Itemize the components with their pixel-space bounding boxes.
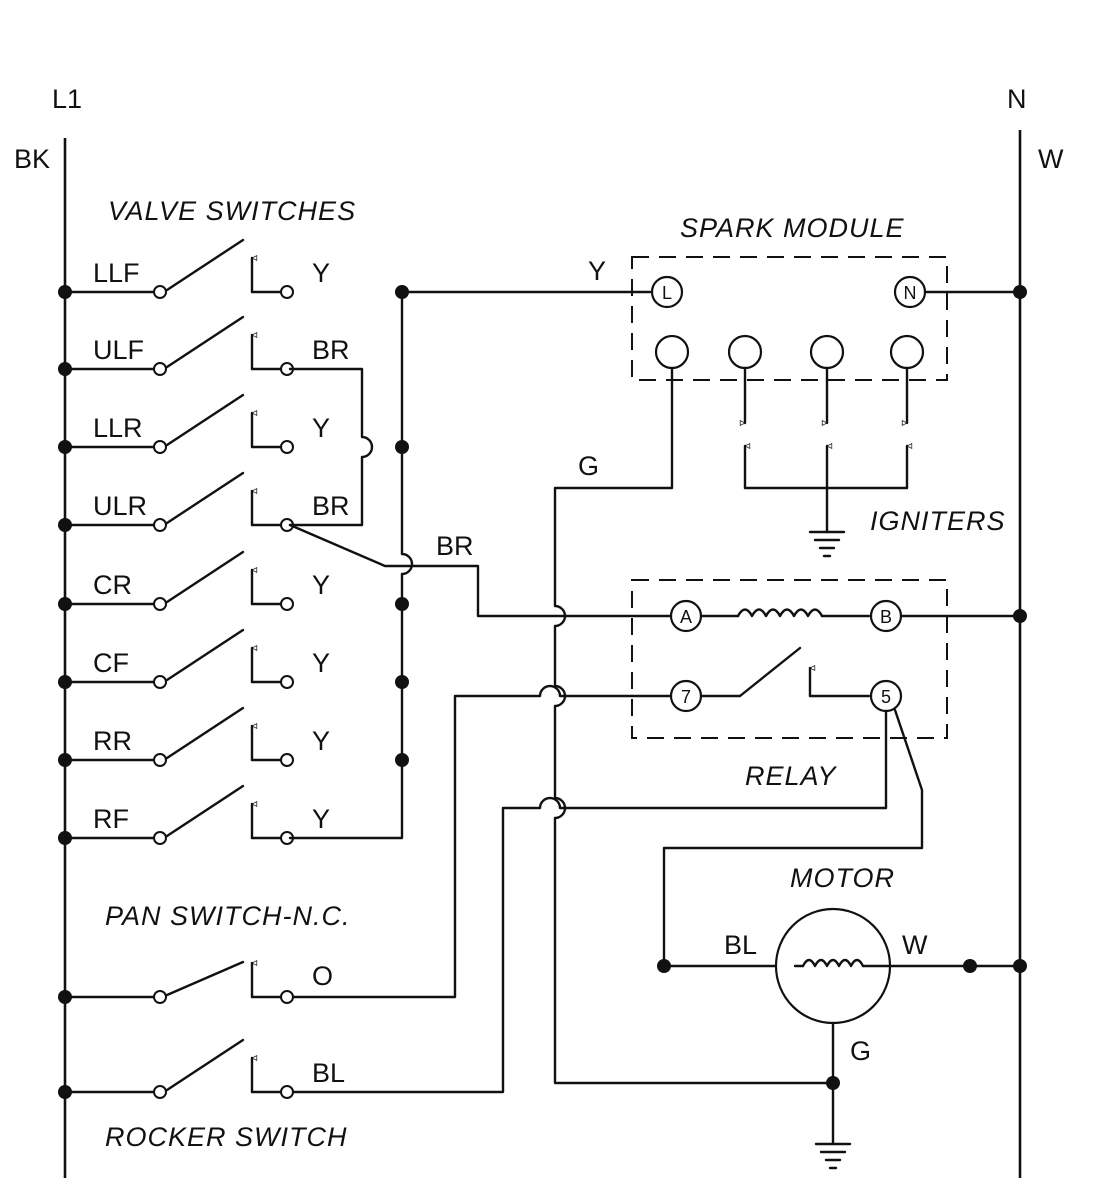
igniters bbox=[739, 366, 913, 558]
spark-terminal-l bbox=[650, 275, 684, 309]
spark-output-terminal bbox=[727, 334, 763, 370]
valve-switch-blade bbox=[165, 315, 245, 369]
valve-switch-wire-label: Y bbox=[312, 258, 330, 288]
motor-title: MOTOR bbox=[790, 863, 895, 893]
spark-module: Y L N G bbox=[400, 256, 1022, 1085]
valve-switch-blade bbox=[165, 393, 245, 447]
spark-terminal-l-label: L bbox=[662, 283, 672, 303]
relay-coil bbox=[736, 608, 824, 618]
valve-switch-wire-label: Y bbox=[312, 413, 330, 443]
valve-switch-name: LLR bbox=[93, 413, 143, 443]
valve-switch-name: ULF bbox=[93, 335, 144, 365]
rail-w-label: W bbox=[1038, 144, 1064, 174]
valve-switch-name: CR bbox=[93, 570, 132, 600]
valve-switch-wire-label: Y bbox=[312, 804, 330, 834]
relay-title: RELAY bbox=[745, 761, 838, 791]
spark-module-title: SPARK MODULE bbox=[680, 213, 905, 243]
valve-bus: BR bbox=[288, 290, 672, 840]
valve-switch-terminal-in bbox=[153, 518, 167, 532]
ground-icon bbox=[814, 1142, 852, 1170]
valve-switch-group: LLF Y ULF BR LLR Y ULR BR CR Y CF Y RR Y RF Y bbox=[58, 238, 350, 845]
motor: BL W G bbox=[662, 708, 1022, 1170]
valve-switch-terminal-in bbox=[153, 753, 167, 767]
valve-switch-terminal-in bbox=[153, 362, 167, 376]
valve-switch-blade bbox=[165, 550, 245, 604]
relay: A B 7 5 bbox=[631, 579, 1022, 739]
relay-terminal-7-label: 7 bbox=[681, 687, 691, 707]
spark-output-terminal bbox=[889, 334, 925, 370]
rail-n-label: N bbox=[1007, 84, 1027, 114]
valve-switch-terminal-out bbox=[280, 285, 294, 299]
rocker-switch-title: ROCKER SWITCH bbox=[105, 1122, 348, 1152]
pan-switch: O bbox=[63, 684, 672, 1004]
valve-switch-name: RF bbox=[93, 804, 129, 834]
line-rail: L1 BK bbox=[14, 84, 82, 1178]
rail-l1-label: L1 bbox=[52, 84, 82, 114]
pan-switch-title: PAN SWITCH-N.C. bbox=[105, 901, 351, 931]
motor-winding bbox=[801, 958, 865, 968]
valve-switch-blade bbox=[165, 784, 245, 838]
relay-terminal-b-label: B bbox=[880, 607, 892, 627]
ground-icon bbox=[808, 518, 846, 558]
valve-switch-wire-label: Y bbox=[312, 726, 330, 756]
motor-bl-wire-label: BL bbox=[724, 930, 757, 960]
valve-switch-blade bbox=[165, 471, 245, 525]
valve-switch-wire-label: BR bbox=[312, 335, 350, 365]
relay-terminal-a-label: A bbox=[680, 607, 692, 627]
valve-switch-blade bbox=[165, 238, 245, 292]
pan-switch-wire-label: O bbox=[312, 961, 333, 991]
valve-switch-wire-label: BR bbox=[312, 491, 350, 521]
spark-ground-terminal bbox=[654, 334, 690, 370]
motor-g-wire-label: G bbox=[850, 1036, 871, 1066]
rocker-switch: BL bbox=[63, 709, 888, 1099]
ground-wire-label: G bbox=[578, 451, 599, 481]
valve-switch-terminal-in bbox=[153, 597, 167, 611]
valve-switch-terminal-in bbox=[153, 675, 167, 689]
neutral-rail: N W bbox=[1007, 84, 1064, 1178]
valve-switch-name: RR bbox=[93, 726, 132, 756]
valve-switch-terminal-in bbox=[153, 440, 167, 454]
spark-terminal-n-label: N bbox=[904, 283, 917, 303]
valve-switch-terminal-in bbox=[153, 831, 167, 845]
valve-switch-name: ULR bbox=[93, 491, 147, 521]
valve-switch-wire-label: Y bbox=[312, 648, 330, 678]
rocker-switch-wire-label: BL bbox=[312, 1058, 345, 1088]
valve-switch-name: CF bbox=[93, 648, 129, 678]
valve-switch-name: LLF bbox=[93, 258, 140, 288]
valve-switches-title: VALVE SWITCHES bbox=[108, 196, 356, 226]
junction-dots bbox=[58, 285, 1027, 1099]
valve-switch-wire-label: Y bbox=[312, 570, 330, 600]
valve-switch-terminal-out bbox=[280, 753, 294, 767]
valve-switch-blade bbox=[165, 628, 245, 682]
relay-feed-wire-label: BR bbox=[436, 531, 474, 561]
valve-switch-blade bbox=[165, 706, 245, 760]
rail-bk-label: BK bbox=[14, 144, 50, 174]
motor-w-wire-label: W bbox=[902, 930, 928, 960]
relay-terminal-5-label: 5 bbox=[881, 687, 891, 707]
valve-switch-terminal-out bbox=[280, 440, 294, 454]
valve-switch-terminal-out bbox=[280, 675, 294, 689]
valve-switch-terminal-in bbox=[153, 285, 167, 299]
valve-switch-terminal-out bbox=[280, 597, 294, 611]
spark-l-wire-label: Y bbox=[588, 256, 606, 286]
igniters-title: IGNITERS bbox=[870, 506, 1006, 536]
spark-output-terminal bbox=[809, 334, 845, 370]
